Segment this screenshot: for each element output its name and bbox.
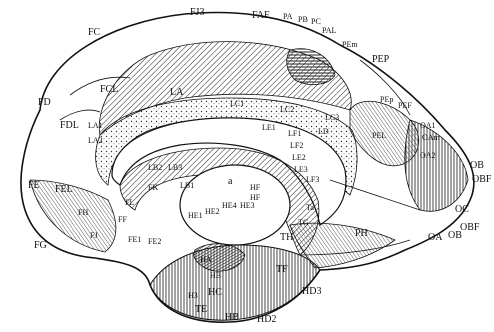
label-HD3: HD3 (302, 286, 321, 297)
label-OA: OA (428, 232, 443, 243)
label-FD: FD (38, 97, 51, 108)
label-OB: OB (470, 160, 484, 171)
label-HE1: HE1 (188, 211, 203, 220)
label-LB1: LB1 (180, 181, 194, 190)
label-HC: HC (208, 287, 222, 298)
label-Ta: Ta (306, 203, 314, 212)
label-LF3: LF3 (306, 175, 319, 184)
label-FK: FK (148, 183, 158, 192)
label-LE2: LE2 (292, 153, 306, 162)
label-OA2: OA2 (420, 151, 436, 160)
label-FJ: FJ (90, 231, 98, 240)
label-HB: HB (210, 271, 221, 280)
label-LB3: LB3 (168, 163, 182, 172)
label-FF: FF (118, 215, 127, 224)
label-FJ3: FJ3 (190, 7, 204, 18)
label-PEm: PEm (342, 40, 358, 49)
label-HE4: HE4 (222, 201, 237, 210)
label-PC: PC (311, 17, 321, 26)
label-FL: FL (125, 198, 134, 207)
label-FE2: FE2 (148, 237, 161, 246)
label-PEF: PEF (398, 101, 412, 110)
label-LA: LA (170, 87, 184, 98)
label-PEP: PEP (372, 54, 390, 65)
label-HD2: HD2 (257, 314, 276, 325)
label-LC2: LC2 (280, 105, 294, 114)
label-PH: PH (355, 228, 368, 239)
label-LF1: LF1 (288, 129, 301, 138)
label-FE: FE (28, 180, 40, 191)
label-LD: LD (318, 127, 329, 136)
label-FCL: FCL (100, 84, 118, 95)
label-HA: HA (200, 255, 212, 264)
label-HE2: HE2 (205, 207, 220, 216)
label-HB-bottom: HB (225, 312, 239, 323)
label-H3: H3 (188, 291, 198, 300)
label-HE3: HE3 (240, 201, 255, 210)
label-LA1: LA1 (88, 121, 103, 130)
label-PEL: PEL (372, 131, 386, 140)
label-OBF: OBF (472, 174, 492, 185)
label-LA2: LA2 (88, 136, 103, 145)
label-FDL: FDL (60, 120, 79, 131)
label-PEp2: PEp (380, 95, 393, 104)
label-TF: TF (276, 264, 288, 275)
label-PAL: PAL (322, 26, 336, 35)
label-TE: TE (195, 304, 207, 315)
label-FAF: FAF (252, 10, 270, 21)
label-OC: OC (455, 204, 469, 215)
label-TG: TG (298, 218, 309, 227)
label-PA: PA (283, 12, 293, 21)
label-TH: TH (280, 232, 293, 243)
label-OBF-lower: OBF (460, 222, 480, 233)
label-FEL: FEL (55, 184, 73, 195)
label-LB2: LB2 (148, 163, 162, 172)
label-LE3: LE3 (294, 165, 308, 174)
label-a: a (228, 176, 233, 187)
label-HF2: HF (250, 193, 261, 202)
label-LF2: LF2 (290, 141, 303, 150)
label-FE1: FE1 (128, 235, 141, 244)
label-LE1: LE1 (262, 123, 276, 132)
label-PB: PB (298, 15, 308, 24)
label-FC: FC (88, 27, 101, 38)
label-FH: FH (78, 208, 88, 217)
label-OAm: OAm (422, 133, 441, 142)
label-FG: FG (34, 240, 47, 251)
label-HF: HF (250, 183, 261, 192)
label-LC1: LC1 (230, 99, 244, 108)
label-OA1: OA1 (420, 121, 436, 130)
label-LC3: LC3 (325, 113, 339, 122)
